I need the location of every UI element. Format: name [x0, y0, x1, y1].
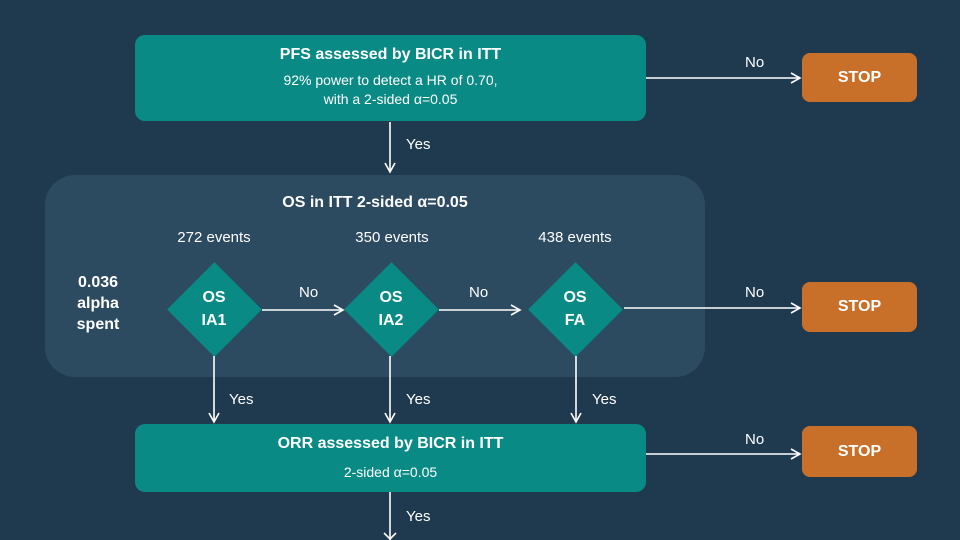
stop-label: STOP: [837, 442, 882, 460]
alpha-spent-line2: alpha: [77, 295, 119, 312]
arrow-orr-down-head: [383, 532, 397, 540]
pfs-box: PFS assessed by BICR in ITT 92% power to…: [135, 35, 646, 121]
stop-box-pfs: STOP: [802, 53, 917, 102]
yes-label-ia2: Yes: [406, 391, 431, 408]
events-ia2: 350 events: [355, 229, 429, 246]
os-fa-line2: FA: [564, 312, 586, 329]
alpha-spent-line3: spent: [76, 316, 120, 333]
os-ia2-line2: IA2: [378, 312, 404, 329]
pfs-box-title: PFS assessed by BICR in ITT: [279, 46, 502, 63]
os-fa-label: OS FA: [535, 286, 615, 332]
pfs-box-line1: 92% power to detect a HR of 0.70,: [283, 72, 498, 88]
stop-box-orr: STOP: [802, 426, 917, 477]
stop-label: STOP: [837, 298, 882, 315]
orr-box-line1: 2-sided α=0.05: [343, 464, 438, 480]
stop-box-os: STOP: [802, 282, 917, 332]
os-ia2-label: OS IA2: [351, 286, 431, 332]
alpha-spent-label: 0.036 alpha spent: [62, 272, 134, 335]
os-ia1-label: OS IA1: [174, 286, 254, 332]
os-panel: [45, 175, 705, 377]
alpha-spent-line1: 0.036: [77, 274, 119, 291]
pfs-box-line2: with a 2-sided α=0.05: [323, 91, 458, 107]
orr-box: ORR assessed by BICR in ITT 2-sided α=0.…: [135, 424, 646, 492]
os-ia1-line2: IA1: [201, 312, 227, 329]
events-fa: 438 events: [538, 229, 612, 246]
os-fa-line1: OS: [563, 289, 587, 306]
yes-label-orr: Yes: [406, 508, 431, 525]
orr-box-title: ORR assessed by BICR in ITT: [277, 435, 504, 452]
os-ia2-line1: OS: [379, 289, 403, 306]
no-label-orr: No: [745, 431, 765, 448]
stop-label: STOP: [837, 68, 882, 86]
no-label-fa: No: [745, 284, 765, 301]
os-panel-title: OS in ITT 2-sided α=0.05: [282, 194, 468, 211]
no-label-ia1: No: [299, 284, 319, 301]
os-ia1-line1: OS: [202, 289, 226, 306]
yes-label-pfs: Yes: [406, 136, 431, 153]
no-label-ia2: No: [469, 284, 489, 301]
yes-label-ia1: Yes: [229, 391, 254, 408]
events-ia1: 272 events: [177, 229, 251, 246]
yes-label-fa: Yes: [592, 391, 617, 408]
no-label-pfs: No: [745, 54, 765, 71]
